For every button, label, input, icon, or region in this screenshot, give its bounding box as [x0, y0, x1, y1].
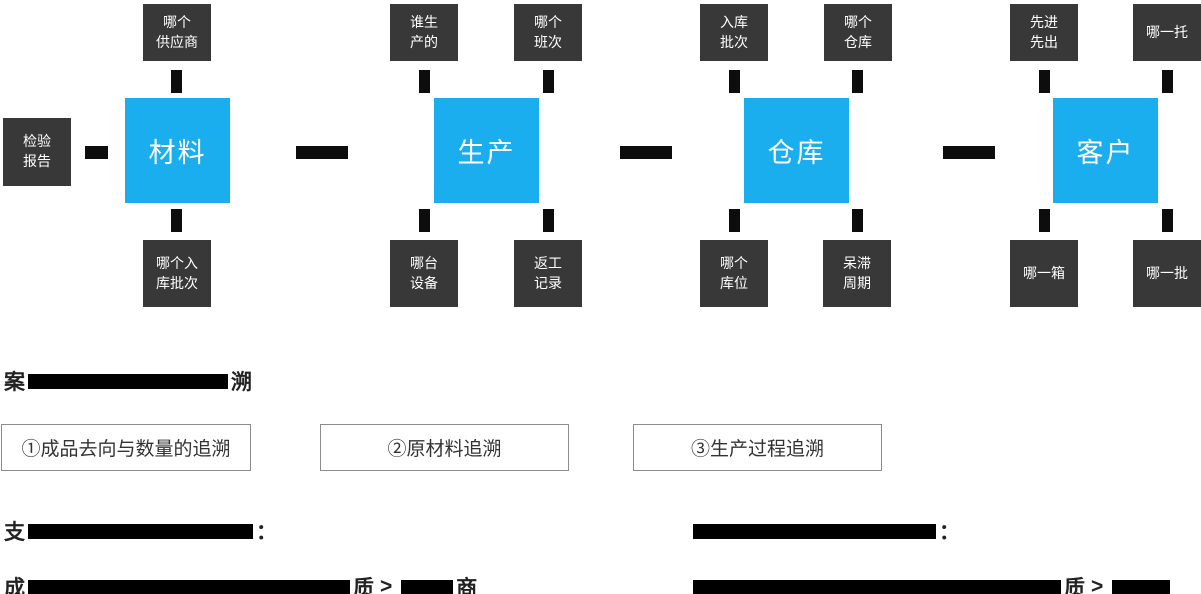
redaction-bar — [28, 373, 228, 389]
trace-box-production-process: ③生产过程追溯 — [633, 424, 882, 471]
sat-which-batch: 哪一批 — [1133, 240, 1201, 307]
connector-production-bottom-right — [543, 209, 554, 232]
sat-which-pallet: 哪一托 — [1133, 4, 1201, 61]
connector-warehouse-top-left — [729, 70, 740, 93]
redaction-bar — [28, 579, 350, 594]
right-heading: ： — [690, 516, 960, 546]
chain-left-arrow: > — [380, 575, 393, 594]
sat-fifo: 先进 先出 — [1010, 4, 1078, 61]
chain-left-p3: 商 — [456, 577, 478, 594]
chain-left-p1: 成 — [4, 577, 25, 594]
connector-material-bottom — [171, 209, 182, 232]
connector-production-warehouse — [620, 146, 672, 159]
sat-who-produced: 谁生 产的 — [390, 4, 458, 61]
sat-which-shift: 哪个 班次 — [514, 4, 582, 61]
support-heading: 支 ： — [4, 516, 277, 546]
node-production: 生产 — [434, 98, 539, 203]
redaction-bar — [1112, 579, 1171, 594]
support-heading-post: ： — [256, 521, 277, 544]
connector-warehouse-customer — [943, 146, 995, 159]
sat-inspection-report: 检验 报告 — [3, 118, 71, 186]
redaction-bar — [401, 579, 454, 594]
connector-material-production — [296, 146, 348, 159]
node-warehouse: 仓库 — [744, 98, 849, 203]
node-material: 材料 — [125, 98, 230, 203]
connector-production-top-right — [543, 70, 554, 93]
connector-warehouse-top-right — [852, 70, 863, 93]
sat-which-inbound-batch: 哪个入 库批次 — [143, 240, 211, 307]
redaction-bar — [693, 523, 936, 539]
right-heading-post: ： — [939, 521, 960, 544]
case-heading-pre: 案 — [4, 371, 25, 394]
redaction-bar — [28, 523, 253, 539]
chain-right: 质 > — [690, 572, 1173, 594]
connector-customer-top-right — [1162, 70, 1173, 93]
case-heading-post: 溯 — [231, 371, 252, 394]
node-customer: 客户 — [1053, 98, 1158, 203]
redaction-bar — [693, 579, 1061, 594]
sat-which-supplier: 哪个 供应商 — [143, 4, 211, 61]
chain-right-arrow: > — [1091, 575, 1104, 594]
connector-customer-top-left — [1039, 70, 1050, 93]
sat-which-equipment: 哪台 设备 — [390, 240, 458, 307]
chain-right-p1: 质 — [1064, 577, 1085, 594]
connector-warehouse-bottom-right — [852, 209, 863, 232]
trace-box-finished-goods: ①成品去向与数量的追溯 — [1, 424, 251, 471]
connector-production-bottom-left — [419, 209, 430, 232]
sat-which-storage-location: 哪个 库位 — [700, 240, 768, 307]
sat-inbound-batch: 入库 批次 — [700, 4, 768, 61]
connector-warehouse-bottom-left — [729, 209, 740, 232]
connector-customer-bottom-right — [1162, 209, 1173, 232]
connector-customer-bottom-left — [1039, 209, 1050, 232]
sat-which-warehouse: 哪个 仓库 — [824, 4, 892, 61]
connector-inspection-material — [85, 146, 108, 159]
case-heading: 案 溯 — [4, 366, 252, 396]
sat-stagnation-cycle: 呆滞 周期 — [823, 240, 891, 307]
sat-rework-record: 返工 记录 — [514, 240, 582, 307]
chain-left-p2: 质 — [353, 577, 374, 594]
connector-material-top — [171, 70, 182, 93]
sat-which-box: 哪一箱 — [1010, 240, 1078, 307]
trace-box-raw-material: ②原材料追溯 — [320, 424, 569, 471]
support-heading-pre: 支 — [4, 521, 25, 544]
chain-left: 成 质 > 商 — [4, 572, 477, 594]
connector-production-top-left — [419, 70, 430, 93]
